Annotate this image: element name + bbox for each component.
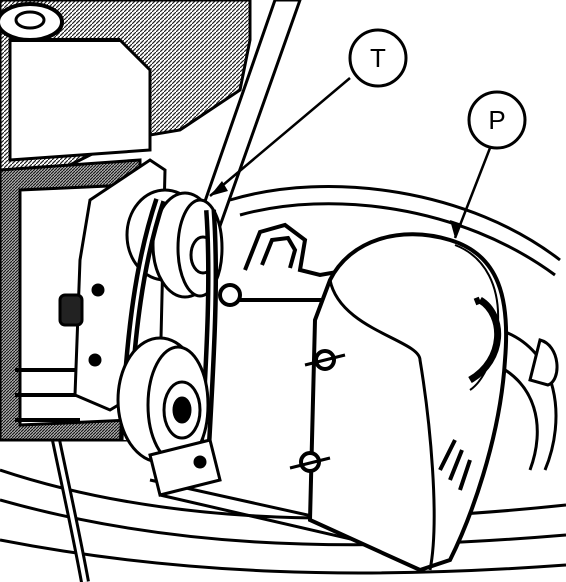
callout-p: P — [450, 90, 527, 239]
lower-pulley — [116, 336, 210, 465]
callout-t-circle — [348, 28, 408, 88]
callout-p-circle — [467, 90, 527, 150]
callout-t: T — [209, 28, 408, 197]
side-knob — [528, 338, 559, 387]
callout-t-leader — [209, 77, 351, 197]
bottom-clamp — [148, 438, 222, 497]
bolt-knob — [58, 293, 84, 327]
callout-t-label: T — [370, 43, 386, 73]
cover-vent-arc — [468, 297, 502, 384]
belt-guard-cover — [289, 232, 509, 573]
callout-p-leader — [453, 147, 492, 239]
callout-p-label: P — [488, 105, 505, 135]
